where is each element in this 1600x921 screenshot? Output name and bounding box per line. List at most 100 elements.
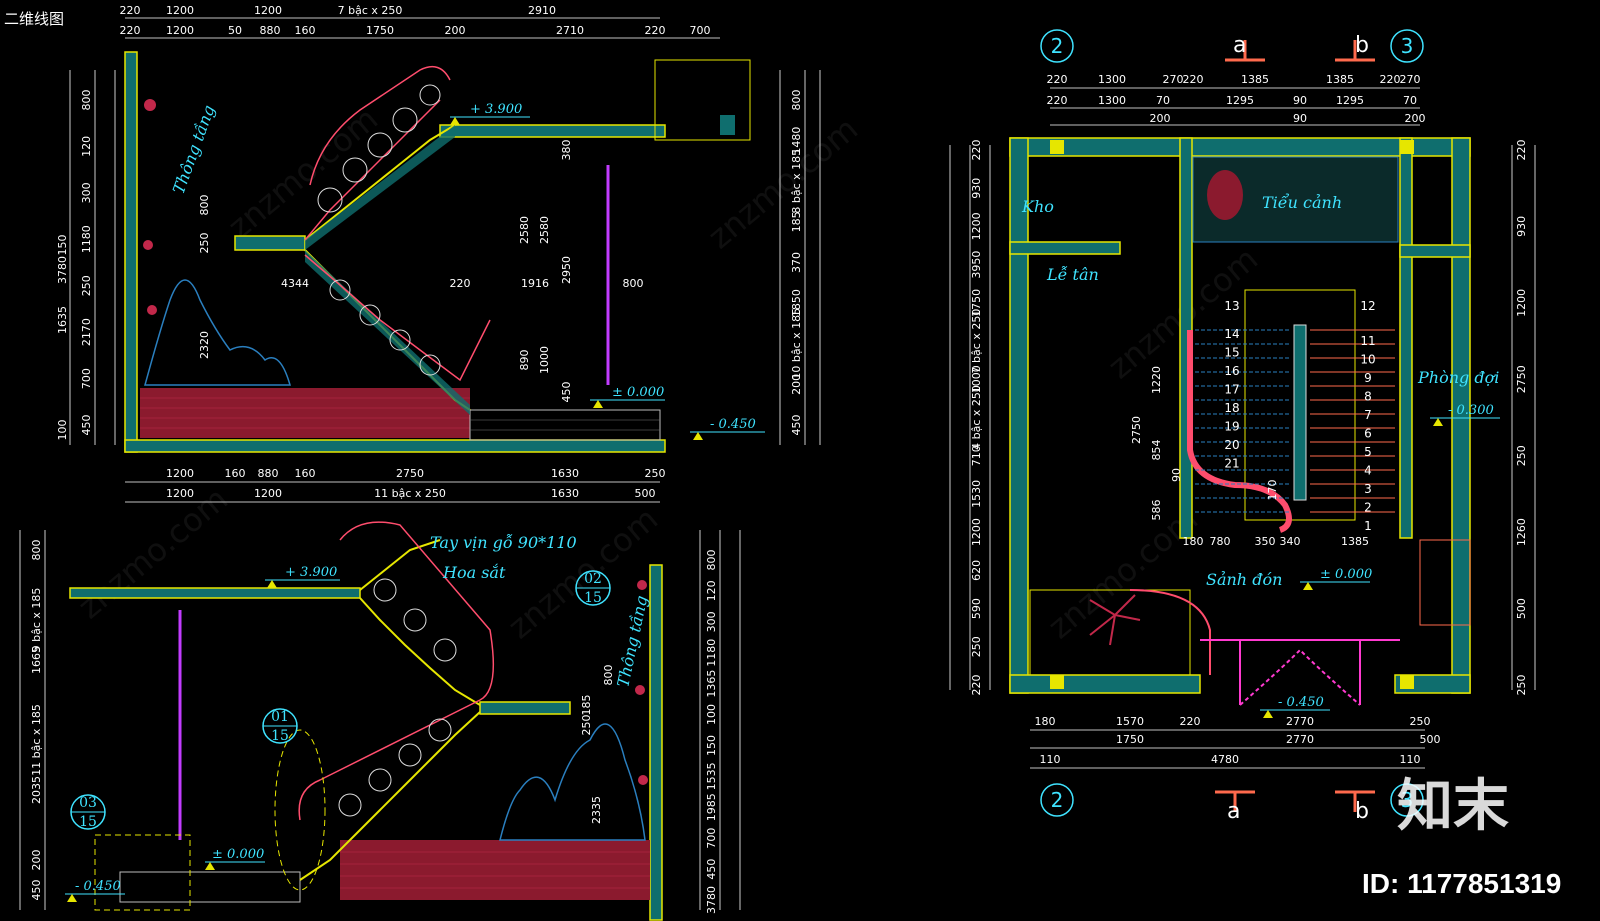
dim-text: 700 [705, 828, 718, 849]
dim-text: 500 [635, 487, 656, 500]
stair-treads [1195, 329, 1395, 513]
level-marker: ± 0.000 [205, 847, 265, 870]
upper-slab [69, 587, 361, 599]
dim-text: 3 [1364, 482, 1372, 496]
callout-01-15: 01 15 [262, 708, 298, 744]
callout-top: 02 [584, 571, 602, 587]
level-marker: - 0.450 [690, 417, 765, 440]
dim-text: 780 [1210, 535, 1231, 548]
dim-text: 150 [705, 735, 718, 756]
dim-text: 1750 [1116, 733, 1144, 746]
axis-2-top: 2 [1040, 29, 1074, 63]
dim-text: 7 bậc x 250 [338, 4, 403, 17]
dim-text: 270 [1400, 73, 1421, 86]
axis-label: 2 [1051, 788, 1064, 812]
dim-text: 4780 [1211, 753, 1239, 766]
dim-text: 160 [225, 467, 246, 480]
dim-text: 110 [1040, 753, 1061, 766]
level-marker: ± 0.000 [1300, 567, 1372, 590]
dim-text: 930 [970, 178, 983, 199]
dim-text: 800 [705, 550, 718, 571]
dim-text: 1000 [538, 346, 551, 374]
dim-text: 1535 [705, 762, 718, 790]
dim-text: 14 [1224, 327, 1239, 341]
entry-door [1200, 639, 1400, 706]
dim-text: 450 [80, 415, 93, 436]
axis-label: 3 [1401, 788, 1414, 812]
dim-text: 250 [645, 467, 666, 480]
level-text: - 0.450 [75, 879, 121, 894]
level-marker: - 0.450 [1260, 695, 1330, 718]
dim-text: 1180 [80, 225, 93, 253]
dim-text: 1300 [1098, 94, 1126, 107]
dim-text: 250 [970, 636, 983, 657]
watermark-text: znzmo.com [221, 100, 385, 246]
landing [234, 235, 306, 251]
dim-text: 1180 [705, 639, 718, 667]
level-marker: - 0.450 [65, 879, 125, 902]
dim-text: 90 [1293, 112, 1307, 125]
dim-text: 9 [1364, 371, 1372, 385]
dim-text: 100 [705, 704, 718, 725]
dim-text: 16 [1224, 364, 1239, 378]
axis-label: 3 [1401, 34, 1414, 58]
dim-text: 220 [970, 675, 983, 696]
dim-text: 220 [1515, 140, 1528, 161]
dim-text: 110 [1400, 753, 1421, 766]
axis-3-bottom: 3 [1390, 783, 1424, 817]
dim-text: 120 [705, 580, 718, 601]
dim-text: 1385 [1326, 73, 1354, 86]
dim-text: 220 [645, 24, 666, 37]
dim-text: 1000 [970, 365, 983, 393]
dim-text: 20 [1224, 438, 1239, 452]
dim-text: 1 [1364, 519, 1372, 533]
level-marker: + 3.900 [450, 102, 530, 125]
dim-text: 800 [80, 90, 93, 111]
ground-slab [124, 439, 666, 453]
dim-text: 15 [1224, 346, 1239, 360]
dim-text: 1480 [790, 127, 803, 155]
dim-text: 1300 [1098, 73, 1126, 86]
dim-text: 340 [1280, 535, 1301, 548]
plan-walls [1009, 137, 1471, 694]
dim-text: 800 [198, 195, 211, 216]
left-wall [124, 51, 138, 453]
dim-text: 1365 [705, 670, 718, 698]
dim-text: 2750 [1515, 365, 1528, 393]
curved-rail [1187, 330, 1292, 533]
dim-text: 90 [1293, 94, 1307, 107]
dim-text: 350 [1255, 535, 1276, 548]
plant-icon [143, 99, 157, 315]
void-label: Thông tầng [169, 102, 219, 196]
dim-text: 1200 [166, 467, 194, 480]
dim-text: 2910 [528, 4, 556, 17]
dim-text: 586 [1150, 500, 1163, 521]
dim-text: 13 [1224, 299, 1239, 313]
dim-text: 1295 [1336, 94, 1364, 107]
dim-text: 17 [1224, 383, 1239, 397]
level-text: - 0.450 [710, 417, 756, 432]
level-text: - 0.450 [1278, 695, 1324, 710]
level-marker: + 3.900 [265, 565, 340, 588]
window-box [654, 59, 751, 141]
dim-text: 1630 [551, 467, 579, 480]
dim-text: 200 [1150, 112, 1171, 125]
dim-text: 700 [80, 368, 93, 389]
dim-text: 250 [198, 233, 211, 254]
dim-text: 120 [80, 136, 93, 157]
dim-text: 70 [1403, 94, 1417, 107]
dim-text: 220 [1183, 73, 1204, 86]
tile-steps [469, 409, 661, 441]
columns [1050, 140, 1414, 689]
dim-text: 450 [790, 415, 803, 436]
dim-text: 4 bậc x 250 [970, 385, 983, 450]
dim-text: 2035 [30, 776, 43, 804]
